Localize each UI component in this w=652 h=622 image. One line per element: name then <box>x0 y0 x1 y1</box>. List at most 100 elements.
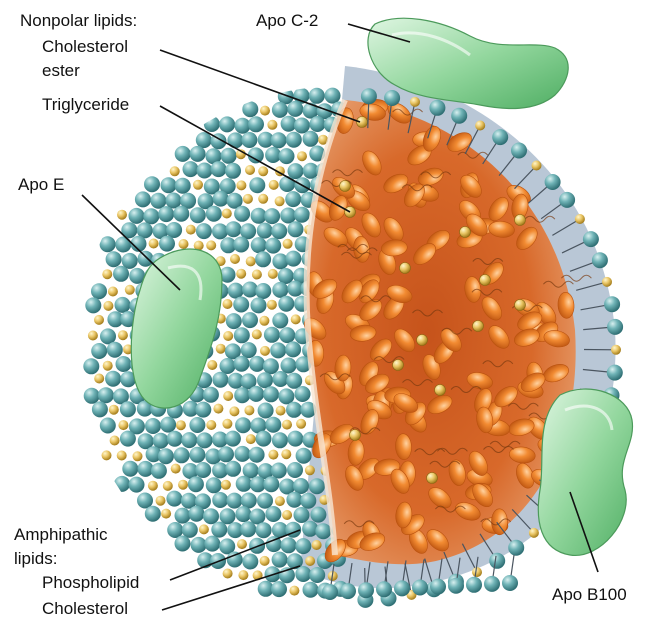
cholesterol-ester-bead <box>340 181 351 192</box>
phospholipid-head <box>300 493 316 509</box>
cholesterol-bead <box>252 270 262 280</box>
phospholipid-head <box>159 236 175 252</box>
phospholipid-head <box>91 283 107 299</box>
triglyceride-label: Triglyceride <box>42 95 129 114</box>
cholesterol-ester-bead <box>393 360 404 371</box>
phospholipid-head <box>271 581 287 597</box>
phospholipid-head <box>175 178 191 194</box>
phospholipid-head <box>286 132 302 148</box>
cholesterol-bead <box>268 269 278 279</box>
phospholipid-head <box>233 237 249 253</box>
phospholipid-head <box>272 102 288 118</box>
phospholipid-head <box>263 386 279 402</box>
phospholipid-head <box>189 417 205 433</box>
cholesterol-bead <box>163 481 173 491</box>
cholesterol-bead <box>260 346 270 356</box>
cholesterol-ester-bead <box>515 300 526 311</box>
phospholipid-head <box>129 208 145 224</box>
cholesterol-bead <box>282 510 292 520</box>
cholesterol-bead <box>258 166 268 176</box>
phospholipid-head <box>257 223 273 239</box>
phospholipid-head <box>265 238 281 254</box>
cholesterol-bead <box>258 194 268 204</box>
phospholipid-head <box>279 176 295 192</box>
phospholipid-head <box>257 372 273 388</box>
phospholipid-head <box>175 536 191 552</box>
phospholipid-head <box>190 146 206 162</box>
phospholipid-head <box>145 418 161 434</box>
phospholipid-head <box>235 118 251 134</box>
phospholipid-head <box>203 387 219 403</box>
phospholipid-head <box>249 447 265 463</box>
phospholipid-head <box>270 342 286 358</box>
cholesterol-bead <box>236 180 246 190</box>
phospholipid-head <box>235 506 251 522</box>
cholesterol-bead <box>246 256 256 266</box>
phospholipid-head <box>144 176 160 192</box>
phospholipid-head <box>286 492 302 508</box>
phospholipid-head <box>511 143 527 159</box>
cholesterol-bead <box>206 420 216 430</box>
phospholipid-head <box>233 297 249 313</box>
phospholipid-head <box>286 373 302 389</box>
cholesterol-bead <box>267 120 277 130</box>
phospholipid-head <box>114 476 130 492</box>
cholesterol-bead <box>244 405 254 415</box>
phospholipid-head <box>278 388 294 404</box>
cholesterol-bead <box>475 121 485 131</box>
phospholipid-head <box>251 237 267 253</box>
phospholipid-head <box>234 387 250 403</box>
phospholipid-head <box>384 90 400 106</box>
phospholipid-head <box>310 507 326 523</box>
cholesterol-bead <box>281 449 291 459</box>
phospholipid-head <box>340 583 356 599</box>
cholesterol-bead <box>125 285 135 295</box>
cholesterol-bead <box>296 419 306 429</box>
phospholipid-head <box>273 371 289 387</box>
triglyceride-molecule <box>491 509 507 535</box>
phospholipid-head <box>315 523 331 539</box>
cholesterol-bead <box>532 161 542 171</box>
phospholipid-head <box>91 343 107 359</box>
phospholipid-head <box>256 522 272 538</box>
phospholipid-head <box>212 492 228 508</box>
cholesterol-bead <box>236 269 246 279</box>
cholesterol-bead <box>275 196 285 206</box>
phospholipid-head <box>271 132 287 148</box>
phospholipid-head <box>227 552 243 568</box>
phospholipid-head <box>183 161 199 177</box>
amphipathic-label-line1: Amphipathic <box>14 525 108 544</box>
cholesterol-bead <box>94 315 104 325</box>
phospholipid-head <box>226 493 242 509</box>
cholesterol-bead <box>117 210 127 220</box>
phospholipid-head <box>218 446 234 462</box>
phospholipid-head <box>249 177 265 193</box>
phospholipid-head <box>272 552 288 568</box>
phospholipid-head <box>592 252 608 268</box>
cholesterol-bead <box>223 299 233 309</box>
cholesterol-bead <box>223 569 233 579</box>
phospholipid-head <box>249 356 265 372</box>
phospholipid-head <box>279 327 295 343</box>
phospholipid-head <box>196 223 212 239</box>
cholesterol-bead <box>252 329 262 339</box>
phospholipid-head <box>204 536 220 552</box>
phospholipid-head <box>240 521 256 537</box>
cholesterol-label: Cholesterol <box>42 599 128 618</box>
cholesterol-bead <box>312 540 322 550</box>
phospholipid-head <box>263 476 279 492</box>
phospholipid-head <box>98 387 114 403</box>
phospholipid-head <box>173 206 189 222</box>
phospholipid-head <box>296 448 312 464</box>
phospholipid-head <box>258 403 274 419</box>
phospholipid-head <box>281 537 297 553</box>
cholesterol-ester-bead <box>473 321 484 332</box>
phospholipid-head <box>295 538 311 554</box>
cholesterol-ester-label-line1: Cholesterol <box>42 37 128 56</box>
phospholipid-head <box>322 584 338 600</box>
cholesterol-bead <box>291 314 301 324</box>
cholesterol-bead <box>575 214 585 224</box>
phospholipid-head <box>604 296 620 312</box>
